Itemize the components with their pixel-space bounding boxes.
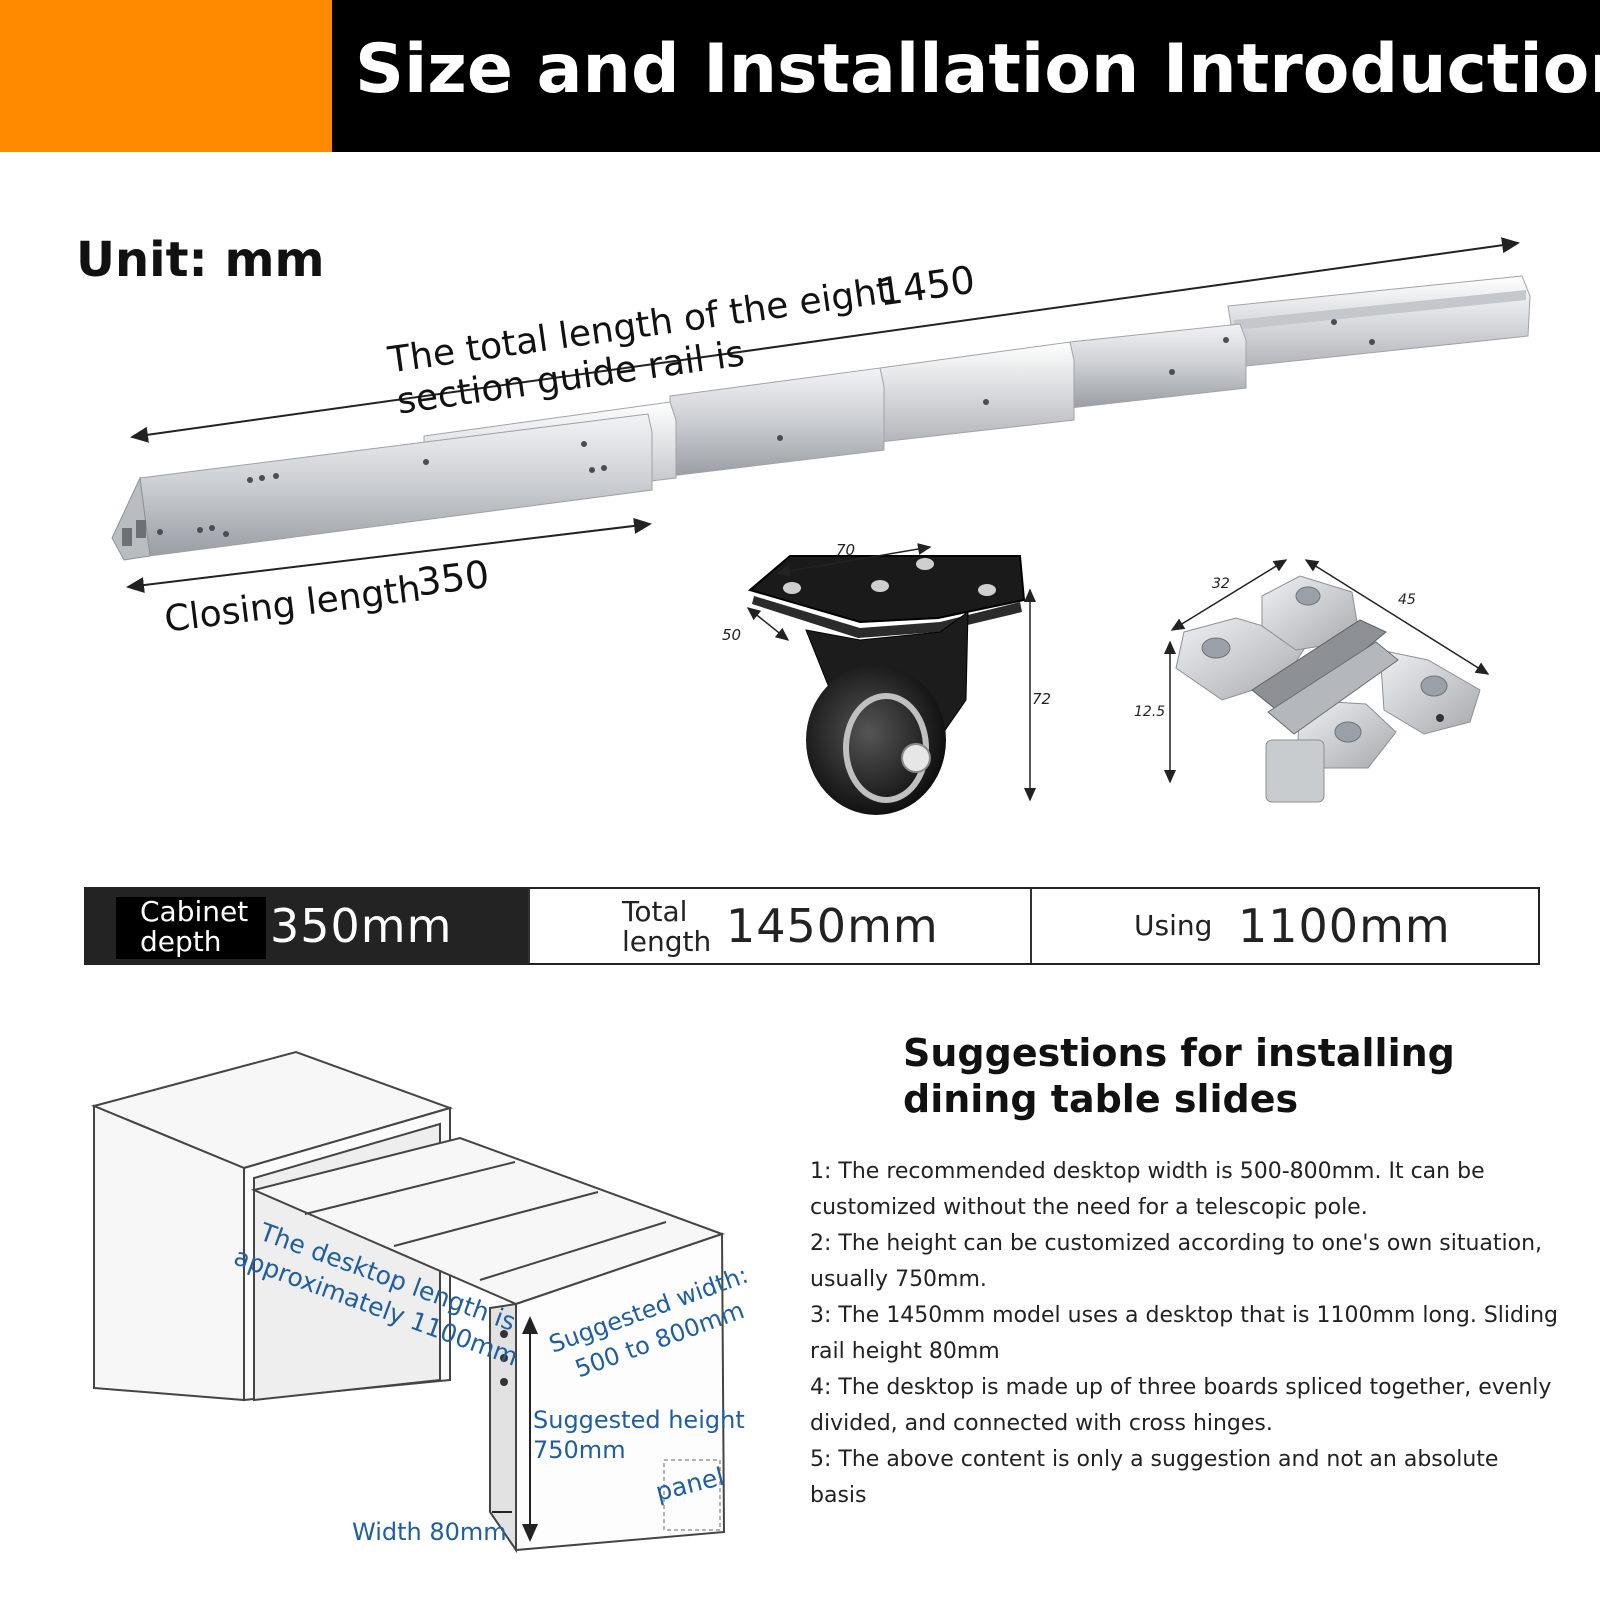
suggestion-item: 4: The desktop is made up of three board… bbox=[810, 1375, 1552, 1436]
spec-bar: Cabinet depth 350mm Total length 1450mm … bbox=[84, 887, 1540, 965]
total-length-arrow bbox=[130, 237, 1520, 443]
suggestion-item: 3: The 1450mm model uses a desktop that … bbox=[810, 1303, 1558, 1364]
suggested-height-annotation-line2: 750mm bbox=[533, 1436, 626, 1464]
spec-total-label-line2: length bbox=[622, 925, 712, 958]
suggestions-title-line2: dining table slides bbox=[903, 1077, 1299, 1121]
caster-side-dimension: 50 bbox=[722, 626, 741, 644]
caster-wheel: 70 50 72 bbox=[722, 541, 1051, 815]
hinge-dimension-b: 45 bbox=[1398, 592, 1416, 608]
suggested-height-annotation-line1: Suggested height bbox=[533, 1406, 745, 1434]
caster-top-dimension: 70 bbox=[836, 541, 855, 559]
suggestion-item: 5: The above content is only a suggestio… bbox=[810, 1447, 1499, 1508]
suggestions-title: Suggestions for installing dining table … bbox=[903, 1030, 1583, 1122]
spec-total-length: Total length 1450mm bbox=[528, 889, 1030, 963]
spec-cabinet-value: 350mm bbox=[270, 899, 453, 953]
closing-length-label: Closing length bbox=[162, 568, 423, 640]
rail-width-annotation: Width 80mm bbox=[352, 1518, 507, 1546]
closing-length-arrow bbox=[126, 517, 652, 594]
suggestion-item: 2: The height can be customized accordin… bbox=[810, 1231, 1543, 1292]
cross-hinge: 32 45 12.5 bbox=[1134, 559, 1490, 803]
spec-using-value: 1100mm bbox=[1238, 899, 1451, 953]
closing-length-value: 350 bbox=[414, 552, 491, 605]
spec-cabinet-label-box bbox=[116, 897, 266, 959]
guide-rail bbox=[111, 275, 1531, 561]
header-accent-block bbox=[0, 0, 332, 152]
hinge-dimension-a: 32 bbox=[1212, 576, 1230, 592]
spec-cabinet-label-line2: depth bbox=[140, 925, 222, 958]
spec-total-value: 1450mm bbox=[726, 899, 939, 953]
hinge-dimension-c: 12.5 bbox=[1134, 704, 1165, 720]
spec-cabinet-label-line1: Cabinet bbox=[140, 895, 249, 928]
page-title: Size and Installation Introduction bbox=[355, 30, 1600, 109]
header-banner: Size and Installation Introduction bbox=[0, 0, 1600, 152]
spec-cabinet-depth: Cabinet depth 350mm bbox=[86, 889, 528, 963]
suggestions-list: 1: The recommended desktop width is 500-… bbox=[810, 1154, 1560, 1514]
caster-height-dimension: 72 bbox=[1032, 690, 1051, 708]
spec-using-length: Using 1100mm bbox=[1030, 889, 1540, 963]
suggestions-title-line1: Suggestions for installing bbox=[903, 1031, 1455, 1075]
total-length-value: 1450 bbox=[876, 257, 978, 314]
spec-using-label: Using bbox=[1134, 909, 1213, 942]
table-installation-diagram bbox=[90, 1050, 726, 1554]
suggestion-item: 1: The recommended desktop width is 500-… bbox=[810, 1159, 1485, 1220]
spec-total-label-line1: Total bbox=[622, 895, 688, 928]
